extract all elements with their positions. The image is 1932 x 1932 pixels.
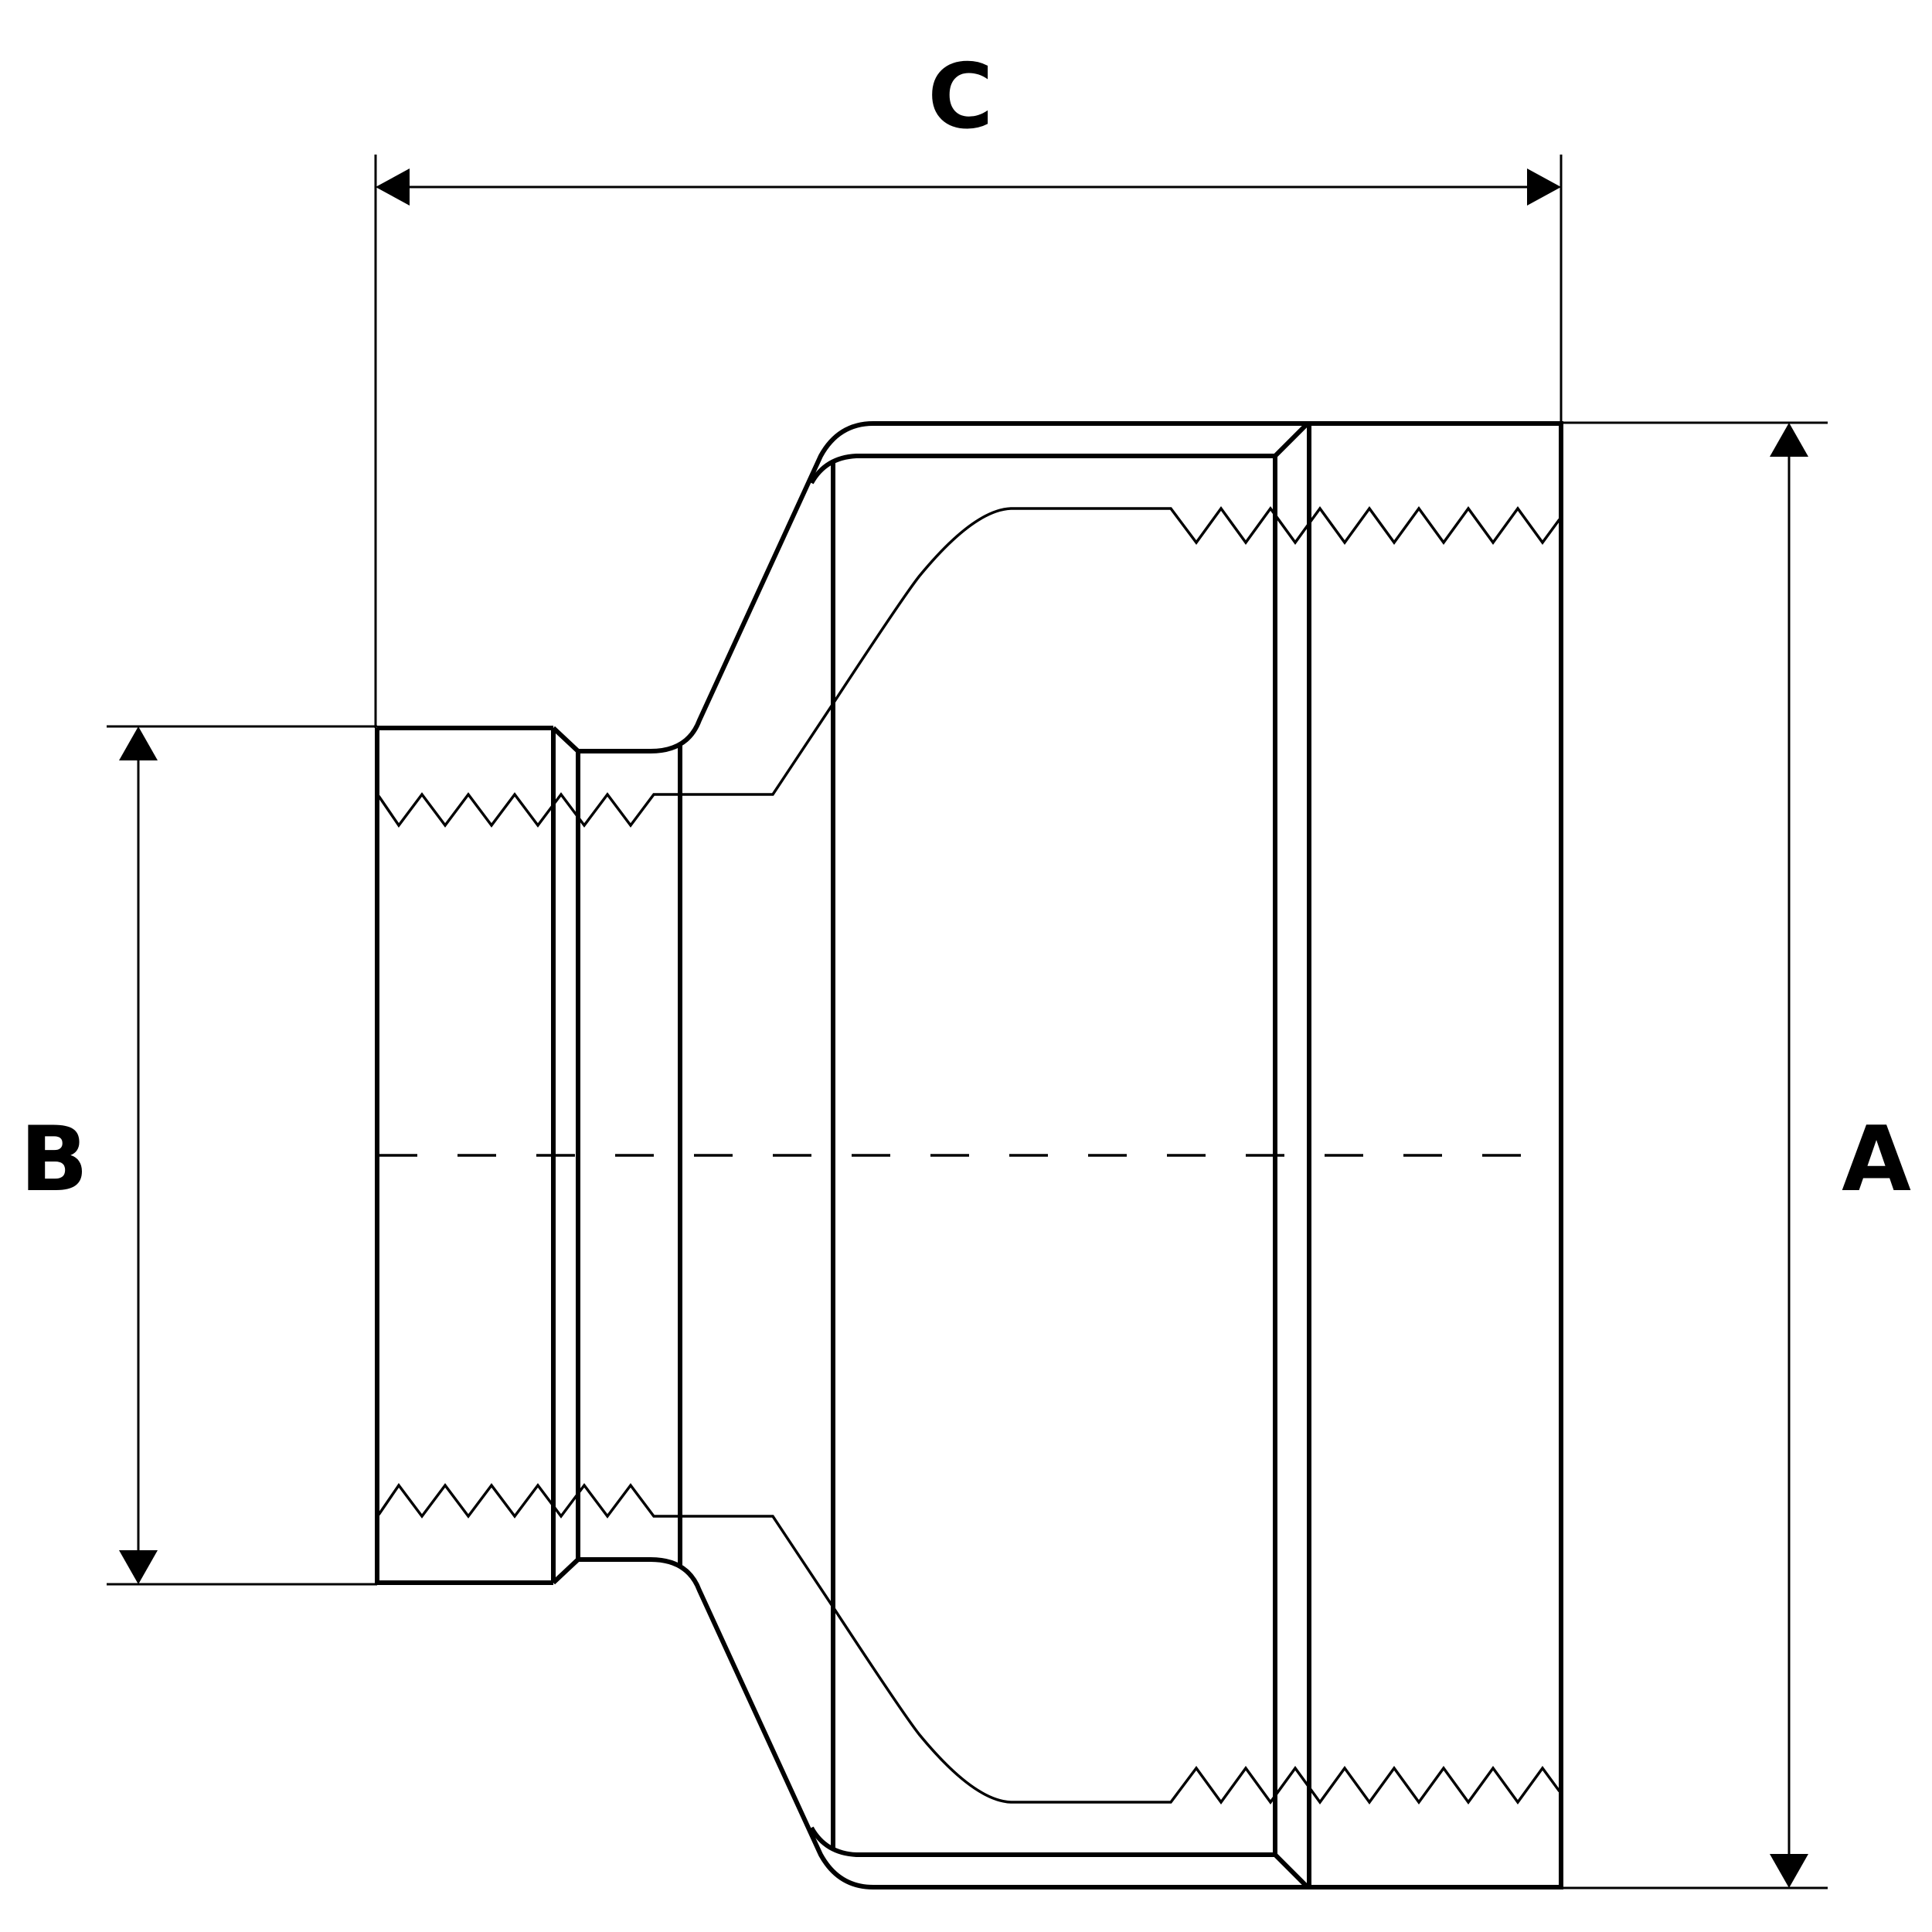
small-end-bottom-thread	[377, 1482, 1561, 1804]
small-end-top-thread	[377, 506, 1561, 828]
small-end-chamfer	[551, 726, 580, 1585]
dim-c-label: C	[927, 45, 993, 149]
large-end-body	[1306, 421, 1563, 1889]
dim-a-arrow-top	[1770, 423, 1808, 457]
dim-a-label: A	[1842, 1107, 1911, 1212]
dim-c-arrow-right	[1527, 168, 1561, 206]
dim-b-arrow-top	[119, 726, 158, 760]
dim-c-arrow-left	[376, 168, 410, 206]
dimension-c: C	[374, 45, 1563, 728]
large-bore-top	[809, 423, 1308, 485]
dimension-a: A	[1561, 421, 1911, 1889]
dim-a-arrow-bottom	[1770, 1854, 1808, 1888]
dimension-b: B	[20, 725, 377, 1586]
dim-b-arrow-bottom	[119, 1550, 158, 1584]
threads	[377, 506, 1561, 1804]
large-bore-bottom	[809, 1826, 1308, 1888]
neck-top	[578, 421, 1306, 753]
small-end-body	[375, 728, 553, 1585]
neck-bottom	[578, 1557, 1306, 1889]
dim-b-label: B	[20, 1107, 88, 1212]
